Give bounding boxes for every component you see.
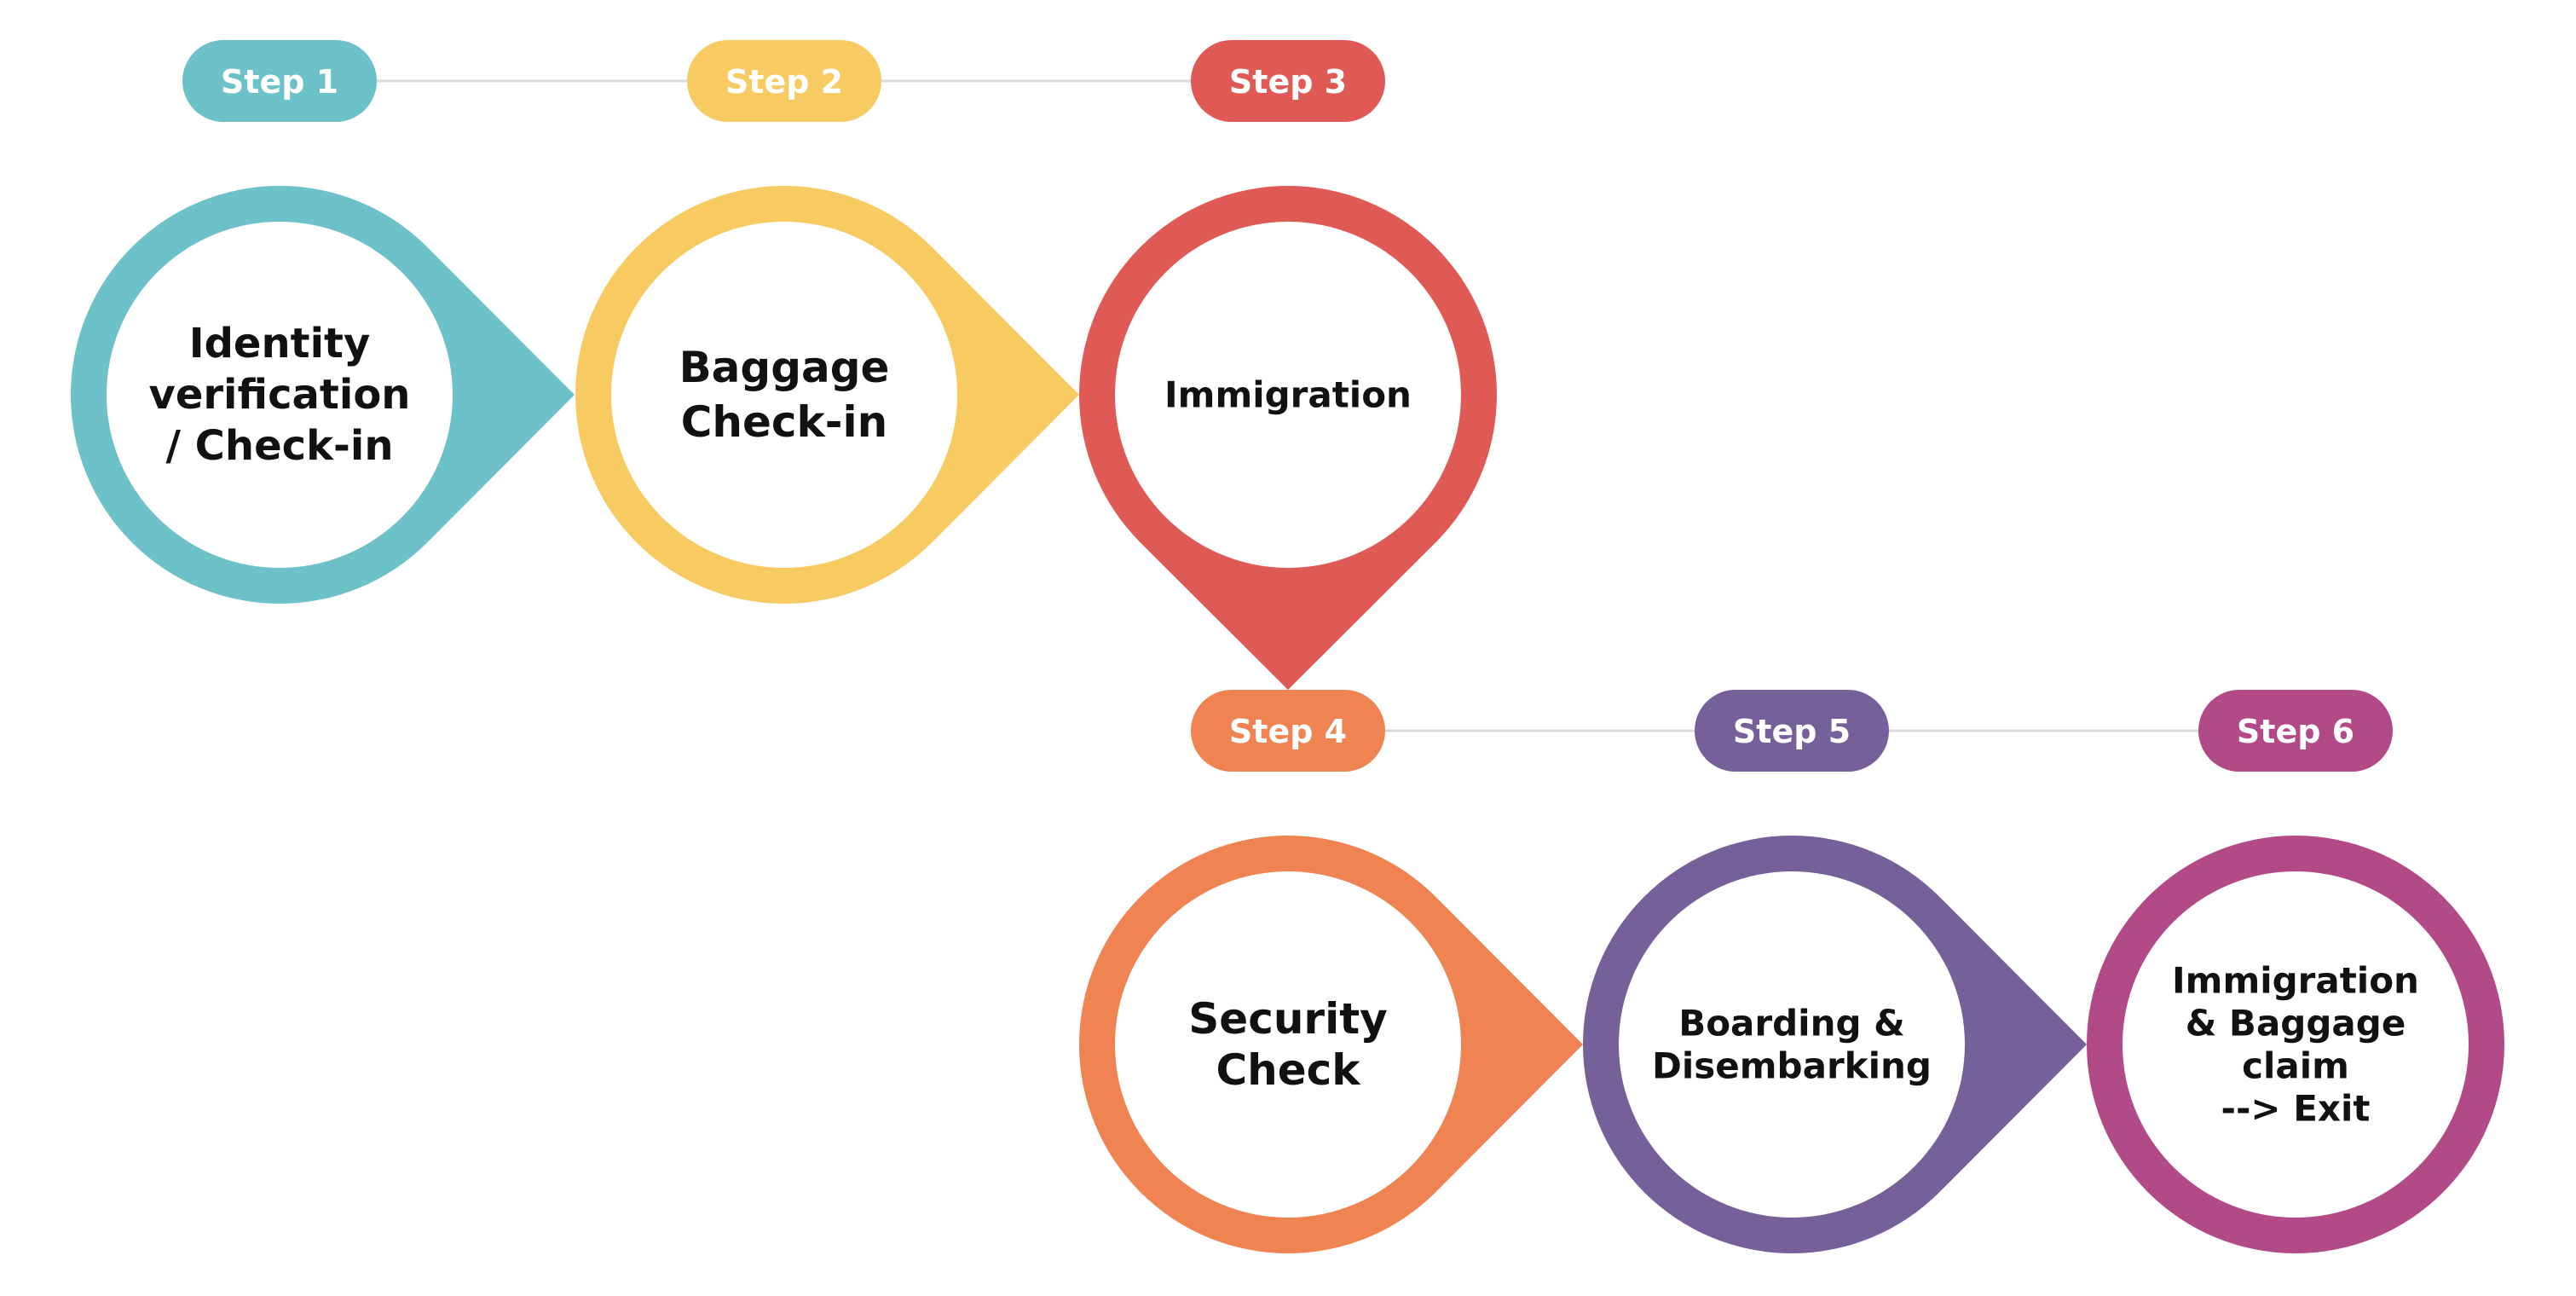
step-4-badge: Step 4 xyxy=(1191,690,1385,772)
step-2-badge-pill xyxy=(687,40,881,122)
step-6-label-line: Immigration xyxy=(2172,960,2419,1002)
step-5-label-line: Boarding & xyxy=(1678,1003,1905,1044)
step-5-badge: Step 5 xyxy=(1695,690,1889,772)
step-2-inner-circle xyxy=(611,222,957,568)
step-3-badge: Step 3 xyxy=(1191,40,1385,122)
step-4-label-line: Security xyxy=(1188,994,1387,1044)
step-6-label-line: --> Exit xyxy=(2221,1088,2371,1130)
step-5-inner-circle xyxy=(1619,871,1965,1218)
step-1-label-line: Identity xyxy=(189,320,371,367)
step-6-badge-label: Step 6 xyxy=(2237,713,2354,750)
step-3-badge-label: Step 3 xyxy=(1229,63,1347,101)
step-badges: Step 1 Step 2 Step 3 Step 4 Step 5 Step 6 xyxy=(182,40,2393,772)
step-connectors xyxy=(377,79,2198,732)
step-4-inner-circle xyxy=(1115,871,1461,1218)
step-6-badge: Step 6 xyxy=(2198,690,2393,772)
step-5-node: Boarding &Disembarking xyxy=(1582,835,2087,1253)
step-1-badge: Step 1 xyxy=(182,40,377,122)
step-1-badge-label: Step 1 xyxy=(221,63,338,101)
step-2-badge-label: Step 2 xyxy=(725,63,843,101)
step-5-badge-pill xyxy=(1695,690,1889,772)
step-1-inner-circle xyxy=(107,222,453,568)
step-1-label-line: / Check-in xyxy=(165,422,393,470)
step-2-badge: Step 2 xyxy=(687,40,881,122)
step-3-inner-circle xyxy=(1115,222,1461,568)
step-2-label-line: Baggage xyxy=(679,343,890,392)
step-1-label-line: verification xyxy=(149,371,411,419)
step-3-node: Immigration xyxy=(1079,185,1497,690)
step-6-label-line: claim xyxy=(2242,1045,2349,1087)
step-2-label-line: Check-in xyxy=(681,397,888,447)
step-4-label-line: Check xyxy=(1216,1045,1361,1095)
step-4-badge-label: Step 4 xyxy=(1229,713,1347,750)
step-1-badge-pill xyxy=(182,40,377,122)
step-3-label-line: Immigration xyxy=(1164,374,1412,416)
step-5-label-line: Disembarking xyxy=(1652,1045,1932,1087)
step-6-inner-circle xyxy=(2123,871,2469,1218)
step-3-badge-pill xyxy=(1191,40,1385,122)
step-4-badge-pill xyxy=(1191,690,1385,772)
step-6-badge-pill xyxy=(2198,690,2393,772)
step-6-label-line: & Baggage xyxy=(2186,1003,2406,1044)
step-5-badge-label: Step 5 xyxy=(1733,713,1851,750)
